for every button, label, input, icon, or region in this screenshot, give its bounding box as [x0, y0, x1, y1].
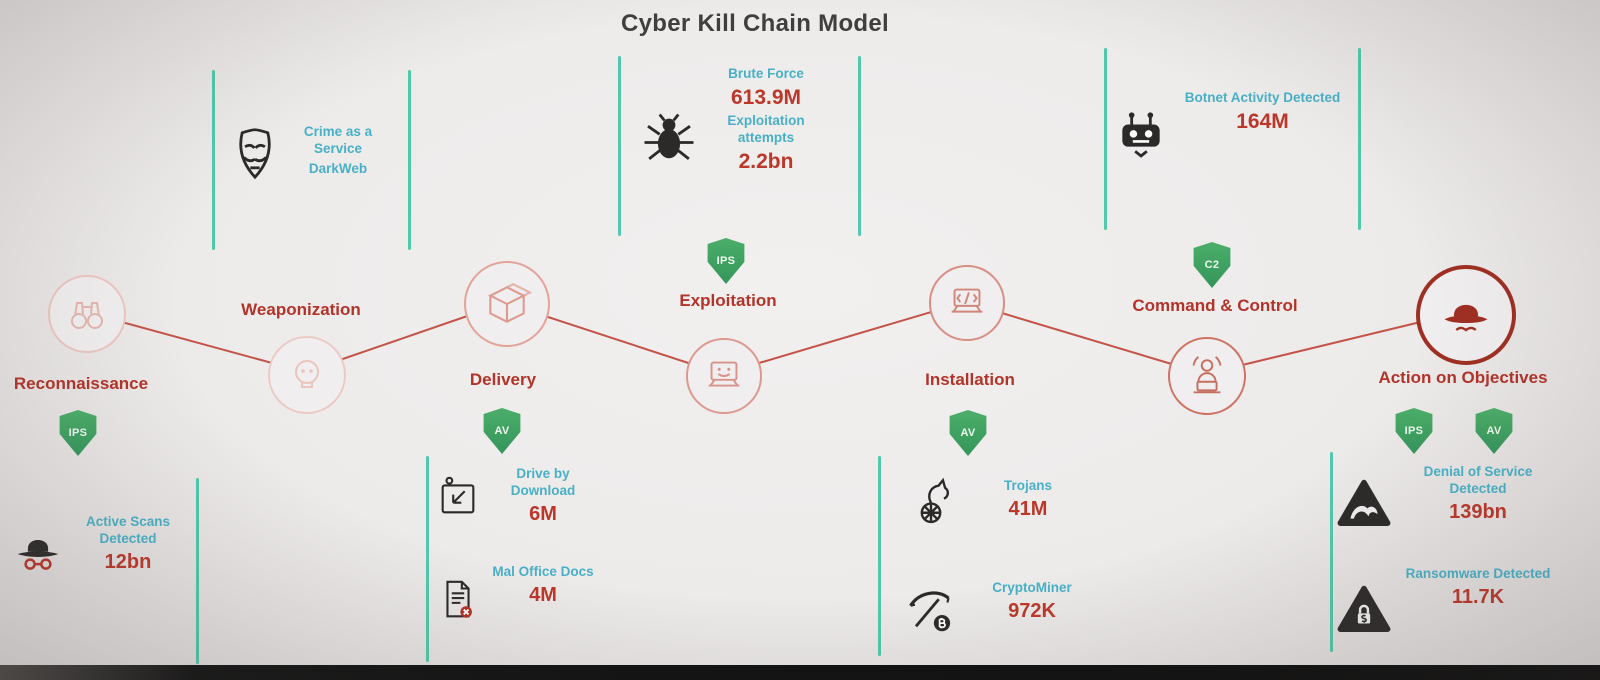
stat-value: 972K	[1008, 599, 1056, 622]
stat-block-brute-force: Brute Force 613.9M Exploitation attempts…	[700, 66, 832, 174]
shield-label: IPS	[716, 255, 736, 267]
anonymous-mask-icon	[239, 128, 271, 180]
stat-label: Crime as a Service	[303, 124, 373, 156]
stat-block-drive-by: Drive by Download 6M	[488, 466, 598, 526]
download-icon	[441, 476, 475, 514]
stat-icon-mal-docs	[434, 576, 482, 624]
stat-icon-crime-service	[226, 126, 284, 184]
divider-line	[878, 456, 881, 656]
stage-node-installation	[929, 265, 1005, 341]
stat-label: DarkWeb	[308, 160, 368, 176]
divider-line	[1358, 48, 1361, 230]
stat-label: Active Scans Detected	[85, 514, 171, 546]
divider-line	[1104, 48, 1107, 230]
stage-node-delivery	[464, 261, 550, 347]
operator-icon	[1192, 356, 1222, 394]
stat-icon-botnet	[1112, 106, 1170, 164]
stage-label-reconnaissance: Reconnaissance	[13, 374, 149, 393]
stat-label: Mal Office Docs	[492, 564, 594, 579]
stat-label: Botnet Activity Detected	[1184, 90, 1341, 105]
spy-hat-icon	[17, 539, 59, 570]
divider-line	[408, 70, 411, 250]
stat-label: Drive by Download	[510, 466, 576, 498]
stat-icon-ransomware	[1336, 582, 1392, 638]
stat-block-trojans: Trojans 41M	[968, 478, 1088, 521]
stage-node-reconnaissance	[48, 275, 126, 353]
stat-label: Denial of Service Detected	[1423, 464, 1533, 496]
malicious-doc-icon	[446, 580, 472, 618]
stat-block-active-scans: Active Scans Detected 12bn	[68, 514, 188, 574]
shield-label: IPS	[1404, 425, 1424, 437]
stage-label-delivery: Delivery	[469, 370, 537, 389]
stat-icon-dos	[1336, 476, 1392, 532]
stat-value: 12bn	[104, 550, 152, 573]
stat-value: 41M	[1008, 497, 1048, 520]
divider-line	[1330, 452, 1333, 652]
screen-bottom-edge	[0, 665, 1600, 680]
stat-label: Ransomware Detected	[1405, 566, 1551, 581]
stat-value: 2.2bn	[738, 149, 794, 173]
stat-icon-cryptominer	[902, 582, 956, 636]
stage-node-exploitation	[686, 338, 762, 414]
stat-label: Exploitation attempts	[727, 112, 805, 145]
stat-icon-active-scans	[10, 526, 66, 582]
bug-icon	[644, 113, 694, 160]
skull-icon	[295, 360, 319, 388]
stat-value: 613.9M	[730, 85, 802, 109]
divider-line	[858, 56, 861, 236]
stat-block-mal-docs: Mal Office Docs 4M	[488, 564, 598, 607]
divider-line	[196, 478, 199, 664]
stat-icon-trojans	[904, 476, 958, 530]
stat-value: 4M	[529, 583, 557, 606]
stat-icon-drive-by	[434, 472, 482, 520]
stage-label-exploitation: Exploitation	[679, 291, 777, 310]
laptop-code-icon	[951, 288, 983, 313]
stat-label: Trojans	[1003, 478, 1052, 493]
trojan-horse-icon	[920, 477, 949, 524]
stat-block-dos: Denial of Service Detected 139bn	[1398, 464, 1558, 524]
stage-label-action-on-objectives: Action on Objectives	[1378, 368, 1548, 387]
package-icon	[488, 283, 532, 323]
pickaxe-coin-icon	[909, 591, 951, 632]
stage-label-weaponization: Weaponization	[241, 300, 361, 319]
stat-value: 164M	[1236, 109, 1289, 133]
robot-icon	[1122, 112, 1160, 158]
stage-node-command-control	[1168, 337, 1246, 415]
divider-line	[212, 70, 215, 250]
stat-value: 139bn	[1449, 500, 1507, 523]
stat-block-botnet: Botnet Activity Detected 164M	[1180, 90, 1345, 134]
divider-line	[618, 56, 621, 236]
lock-triangle-icon	[1337, 585, 1391, 632]
page-title: Cyber Kill Chain Model	[621, 10, 889, 37]
stage-label-installation: Installation	[925, 370, 1015, 389]
stat-icon-brute-force	[640, 110, 698, 168]
fedora-icon	[1444, 304, 1488, 332]
stat-block-cryptominer: CryptoMiner 972K	[962, 580, 1102, 623]
stat-value: 11.7K	[1451, 585, 1505, 608]
stage-node-weaponization	[268, 336, 346, 414]
stage-node-action-on-objectives	[1416, 265, 1516, 365]
shield-label: AV	[960, 427, 976, 439]
stat-block-ransomware: Ransomware Detected 11.7K	[1398, 566, 1558, 609]
shield-label: AV	[494, 425, 510, 437]
laptop-face-icon	[708, 361, 740, 387]
stat-block-crime-service: Crime as a Service DarkWeb	[282, 124, 394, 178]
stat-label: Brute Force	[728, 66, 804, 81]
stat-label: CryptoMiner	[992, 580, 1072, 595]
shield-label: C2	[1204, 259, 1220, 271]
divider-line	[426, 456, 429, 662]
wave-triangle-icon	[1337, 479, 1391, 526]
shield-label: AV	[1486, 425, 1502, 437]
shield-label: IPS	[68, 427, 88, 439]
stat-value: 6M	[529, 502, 557, 525]
stage-label-command-control: Command & Control	[1132, 296, 1298, 315]
binoculars-icon	[71, 302, 103, 329]
